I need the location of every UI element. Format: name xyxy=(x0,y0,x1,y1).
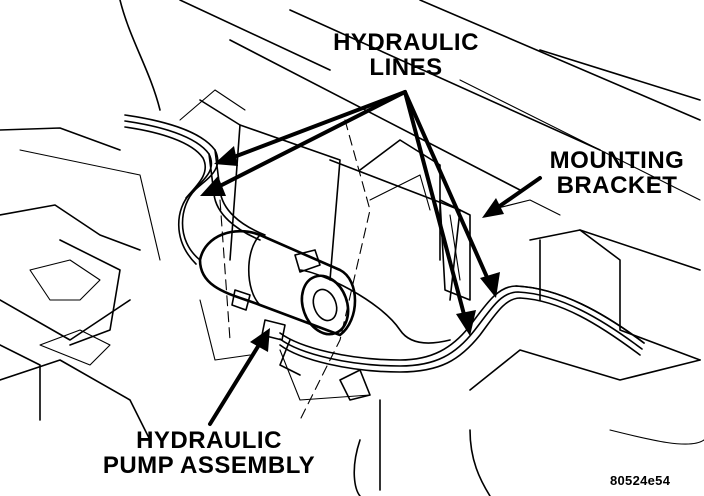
arrow-to-pump xyxy=(208,338,264,426)
hydraulic-pump-assembly xyxy=(198,229,451,344)
mounting-bracket xyxy=(439,199,471,301)
label-mounting-bracket: MOUNTING BRACKET xyxy=(536,147,698,200)
label-hydraulic-lines-line1: HYDRAULIC xyxy=(333,29,479,56)
arrow-to-line-3 xyxy=(403,90,468,324)
arrow-head-4 xyxy=(480,272,500,298)
arrow-head-bracket xyxy=(482,198,504,218)
label-hydraulic-lines: HYDRAULIC LINES xyxy=(318,29,494,82)
leader-arrows xyxy=(200,90,542,426)
arrow-head-2 xyxy=(200,176,226,196)
arrow-to-line-1 xyxy=(224,90,407,162)
arrow-to-line-2 xyxy=(210,90,407,192)
label-hydraulic-pump-assembly: HYDRAULIC PUMP ASSEMBLY xyxy=(78,427,340,480)
arrow-to-line-4 xyxy=(403,90,492,286)
arrow-head-3 xyxy=(456,310,476,336)
arrow-head-1 xyxy=(214,146,238,166)
label-hydraulic-lines-line2: LINES xyxy=(369,54,443,82)
label-pump-line1: HYDRAULIC xyxy=(136,427,282,454)
figure-id: 80524e54 xyxy=(610,473,671,488)
arrow-to-bracket xyxy=(492,176,542,212)
label-pump-line2: PUMP ASSEMBLY xyxy=(102,452,316,480)
hydraulic-line-bundle-left xyxy=(124,114,266,265)
label-mounting-bracket-line1: MOUNTING xyxy=(549,147,685,174)
arrow-head-pump xyxy=(250,328,270,352)
label-mounting-bracket-line2: BRACKET xyxy=(556,172,678,200)
